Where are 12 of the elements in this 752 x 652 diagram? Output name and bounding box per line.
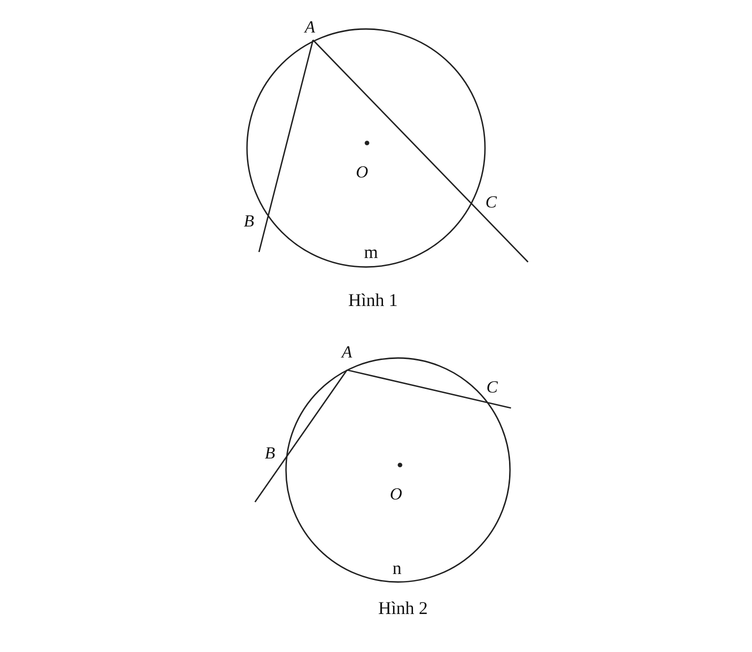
figure-caption: Hình 2 [378,599,428,617]
point-label: A [342,344,352,360]
arc-label: n [392,559,402,577]
point-label: B [264,444,276,462]
figure-caption: Hình 1 [348,291,398,309]
point-label: A [304,18,316,36]
point-label: O [356,164,368,180]
point-label: C [485,194,497,210]
point-label: O [390,486,402,502]
point-label: B [244,212,254,230]
point-label: C [486,378,498,396]
arc-label: m [364,243,378,261]
